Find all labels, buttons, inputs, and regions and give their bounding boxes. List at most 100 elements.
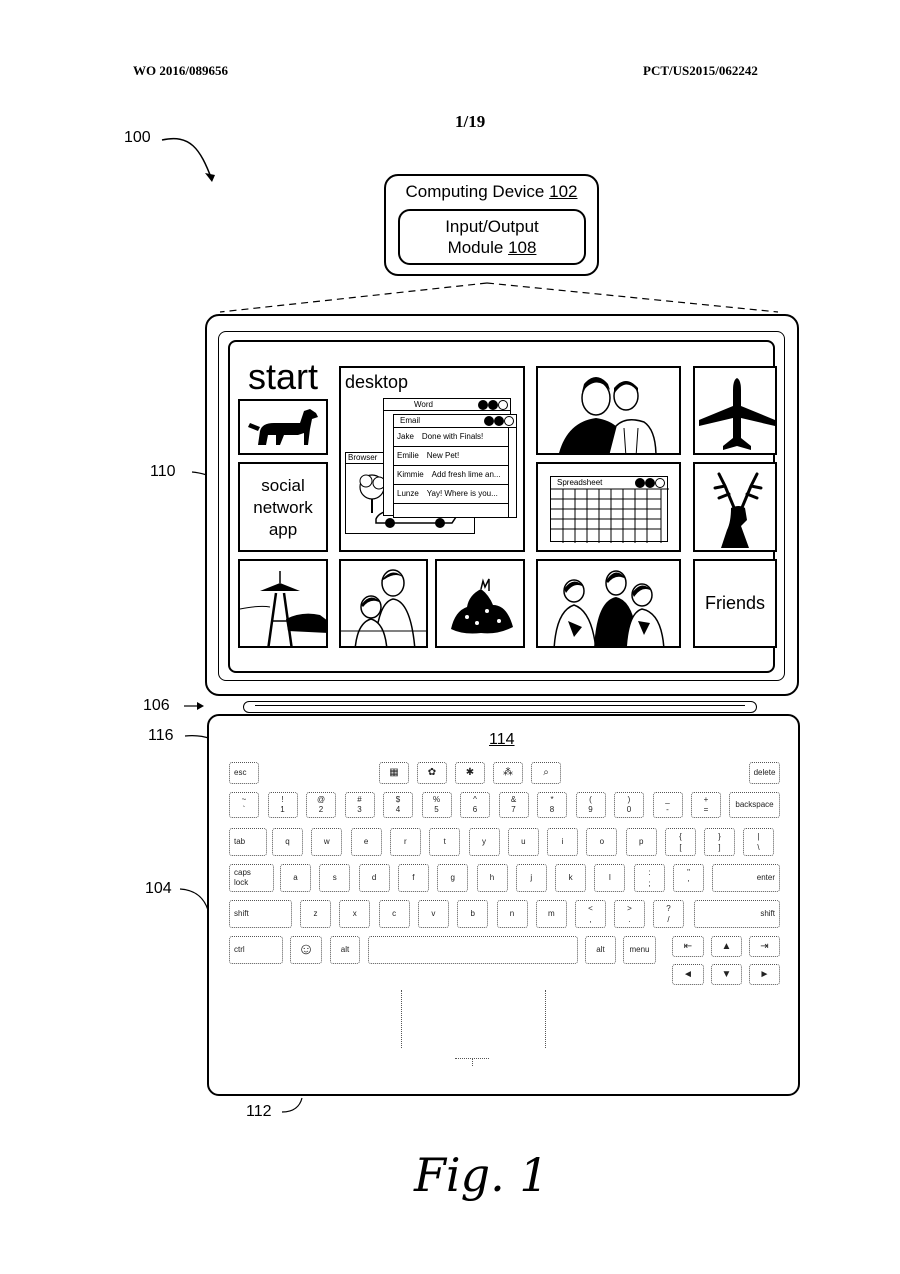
key-f[interactable]: f — [397, 864, 429, 892]
enter-key[interactable]: enter — [712, 864, 780, 892]
end-key[interactable]: ⇥ — [749, 936, 780, 957]
connect-key[interactable]: ⁂ — [493, 762, 523, 784]
key-l[interactable]: l — [594, 864, 626, 892]
friends-tile[interactable]: Friends — [693, 559, 777, 648]
number-key[interactable]: ^6 — [460, 792, 490, 818]
key-o[interactable]: o — [586, 828, 618, 856]
key-m[interactable]: m — [535, 900, 567, 928]
backspace-key[interactable]: backspace — [729, 792, 780, 818]
right-shift-key[interactable]: shift — [694, 900, 780, 928]
number-key[interactable]: (9 — [575, 792, 606, 818]
close-icon[interactable] — [504, 416, 514, 426]
home-key[interactable]: ⇤ — [672, 936, 704, 957]
punct-key[interactable]: :; — [634, 864, 665, 892]
left-shift-key[interactable]: shift — [229, 900, 292, 928]
minimize-icon[interactable] — [635, 478, 645, 488]
family-photo-tile[interactable] — [339, 559, 428, 648]
trackpad[interactable] — [402, 990, 544, 1068]
maximize-icon[interactable] — [494, 416, 504, 426]
close-icon[interactable] — [655, 478, 665, 488]
share-key[interactable]: ✱ — [455, 762, 485, 784]
key-k[interactable]: k — [555, 864, 587, 892]
plant-tile[interactable] — [435, 559, 525, 648]
key-c[interactable]: c — [378, 900, 410, 928]
key-w[interactable]: w — [311, 828, 343, 856]
couple-photo-tile[interactable] — [536, 366, 681, 455]
number-key[interactable]: @2 — [306, 792, 336, 818]
key-t[interactable]: t — [429, 828, 461, 856]
space-needle-tile[interactable] — [238, 559, 328, 648]
bracket-key[interactable]: |\ — [743, 828, 774, 856]
spreadsheet-tile[interactable]: Spreadsheet — [536, 462, 681, 552]
esc-key[interactable]: esc — [229, 762, 259, 784]
tab-key[interactable]: tab — [229, 828, 267, 856]
number-key[interactable]: #3 — [344, 792, 375, 818]
number-key[interactable]: += — [691, 792, 721, 818]
group-photo-tile[interactable] — [536, 559, 681, 648]
key-g[interactable]: g — [437, 864, 469, 892]
left-arrow-key[interactable]: ◄ — [672, 964, 704, 985]
app-switch-key[interactable]: ▦ — [379, 762, 409, 784]
key-d[interactable]: d — [358, 864, 390, 892]
key-n[interactable]: n — [496, 900, 528, 928]
close-icon[interactable] — [498, 400, 508, 410]
key-s[interactable]: s — [319, 864, 351, 892]
key-h[interactable]: h — [476, 864, 508, 892]
dog-tile[interactable] — [238, 399, 328, 455]
number-key[interactable]: %5 — [421, 792, 452, 818]
menu-key[interactable]: menu — [623, 936, 656, 964]
down-arrow-key[interactable]: ▼ — [711, 964, 742, 985]
key-a[interactable]: a — [280, 864, 311, 892]
punct-key[interactable]: "' — [673, 864, 704, 892]
number-key[interactable]: *8 — [537, 792, 567, 818]
bracket-key[interactable]: }] — [704, 828, 735, 856]
deer-tile[interactable] — [693, 462, 777, 552]
punct-key[interactable]: ?/ — [653, 900, 684, 928]
number-key[interactable]: ~` — [229, 792, 259, 818]
number-key[interactable]: !1 — [267, 792, 298, 818]
key-z[interactable]: z — [300, 900, 331, 928]
key-i[interactable]: i — [547, 828, 579, 856]
desktop-tile[interactable]: desktop Browser Word Email — [339, 366, 525, 552]
airplane-tile[interactable] — [693, 366, 777, 455]
up-arrow-key[interactable]: ▲ — [711, 936, 742, 957]
caps-lock-key[interactable]: caps lock — [229, 864, 274, 892]
punct-key[interactable]: >. — [614, 900, 645, 928]
key-x[interactable]: x — [339, 900, 371, 928]
couple-photo-icon — [559, 377, 657, 453]
social-network-tile[interactable]: social network app — [238, 462, 328, 552]
minimize-icon[interactable] — [478, 400, 488, 410]
right-arrow-key[interactable]: ► — [749, 964, 780, 985]
right-alt-key[interactable]: alt — [585, 936, 616, 964]
settings-key[interactable]: ✿ — [417, 762, 447, 784]
key-p[interactable]: p — [625, 828, 657, 856]
key-r[interactable]: r — [389, 828, 421, 856]
delete-key[interactable]: delete — [749, 762, 780, 784]
maximize-icon[interactable] — [645, 478, 655, 488]
email-scrollbar[interactable] — [508, 427, 516, 517]
key-v[interactable]: v — [417, 900, 449, 928]
key-q[interactable]: q — [272, 828, 303, 856]
key-e[interactable]: e — [350, 828, 382, 856]
key-y[interactable]: y — [468, 828, 500, 856]
number-key[interactable]: &7 — [498, 792, 529, 818]
punct-key[interactable]: <, — [575, 900, 606, 928]
key-j[interactable]: j — [515, 864, 547, 892]
left-alt-key[interactable]: alt — [330, 936, 360, 964]
emoji-key[interactable]: ☺ — [290, 936, 322, 964]
maximize-icon[interactable] — [488, 400, 498, 410]
minimize-icon[interactable] — [484, 416, 494, 426]
search-key[interactable]: ⌕ — [531, 762, 561, 784]
number-key[interactable]: )0 — [614, 792, 644, 818]
bracket-key[interactable]: {[ — [665, 828, 696, 856]
number-key[interactable]: _- — [652, 792, 683, 818]
spacebar[interactable] — [368, 936, 578, 964]
key-u[interactable]: u — [507, 828, 539, 856]
ctrl-key[interactable]: ctrl — [229, 936, 283, 964]
key-b[interactable]: b — [457, 900, 489, 928]
number-key[interactable]: $4 — [383, 792, 413, 818]
